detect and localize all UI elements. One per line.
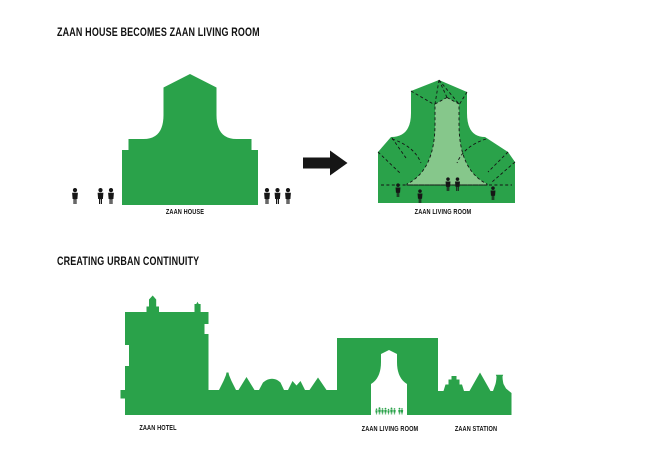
- person-icon: [398, 407, 401, 415]
- section2-title: CREATING URBAN CONTINUITY: [57, 256, 200, 268]
- hotel-facade-ledge: [120, 390, 125, 399]
- caption-zaan-station: ZAAN STATION: [454, 426, 498, 433]
- urban-continuity-skyline: [120, 295, 512, 415]
- person-icon: [387, 408, 390, 415]
- person-icon: [393, 408, 396, 415]
- person-icon: [264, 188, 270, 204]
- person-icon: [375, 408, 378, 415]
- person-icon: [274, 188, 281, 204]
- hotel-facade-notch: [204, 324, 209, 334]
- person-icon: [378, 407, 381, 415]
- zaan-living-room-diagram: [377, 79, 516, 203]
- hotel-facade-notch: [125, 345, 129, 366]
- person-icon: [384, 407, 387, 415]
- person-icon: [72, 188, 78, 204]
- transform-arrow-icon: [303, 150, 348, 176]
- caption-zaan-living-room-2: ZAAN LIVING ROOM: [361, 426, 419, 433]
- caption-zaan-living-room: ZAAN LIVING ROOM: [414, 209, 472, 216]
- person-icon: [400, 408, 404, 415]
- skyline-silhouette: [125, 295, 512, 415]
- person-icon: [390, 407, 393, 415]
- person-icon: [97, 188, 104, 204]
- living-room-back-wall: [406, 96, 488, 186]
- caption-zaan-hotel: ZAAN HOTEL: [139, 425, 177, 432]
- person-icon: [285, 188, 291, 204]
- person-icon: [108, 188, 114, 204]
- section1-title: ZAAN HOUSE BECOMES ZAAN LIVING ROOM: [57, 27, 260, 39]
- person-icon: [381, 408, 384, 415]
- crowd-in-living-room-cutout: [375, 407, 404, 415]
- caption-zaan-house: ZAAN HOUSE: [165, 209, 205, 216]
- zaan-house-silhouette: [122, 74, 258, 205]
